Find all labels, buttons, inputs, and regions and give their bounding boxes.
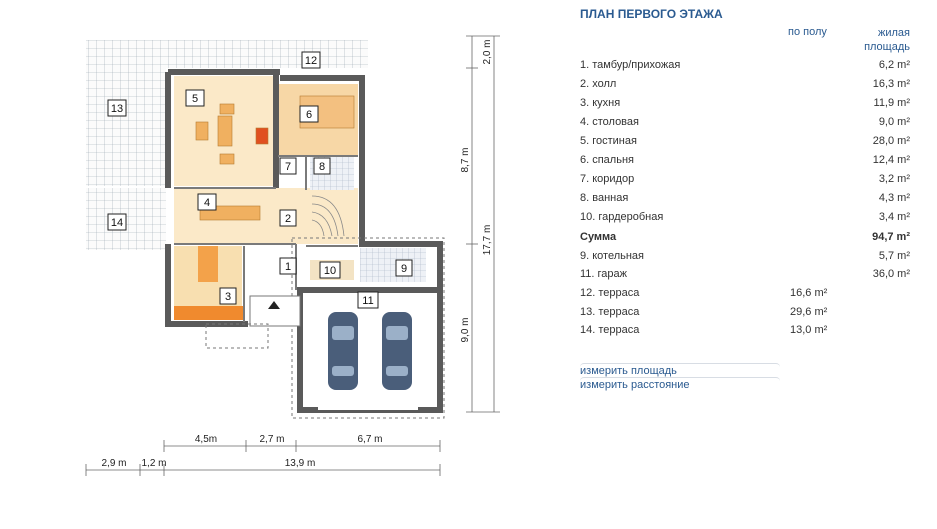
row-living-area: 3,4 m²: [878, 211, 910, 223]
row-label: 11. гараж: [580, 268, 628, 280]
row-living-area: 36,0 m²: [872, 268, 910, 280]
row-label: 12. терраса: [580, 287, 640, 299]
table-row-total: Сумма 94,7 m²: [580, 229, 910, 247]
garage-door: [318, 400, 418, 410]
row-living-area: 6,2 m²: [878, 59, 910, 71]
panel-title: ПЛАН ПЕРВОГО ЭТАЖА: [580, 7, 723, 21]
porch-outline: [205, 323, 269, 349]
dim-right-9-0: 9,0 m: [460, 317, 471, 342]
column-header-living-line2: площадь: [864, 41, 910, 53]
dim-right-8-7: 8,7 m: [460, 147, 471, 172]
row-floor-area: 29,6 m²: [790, 306, 828, 318]
boiler-room-9: [360, 248, 426, 282]
room-label-10: 10: [324, 265, 336, 277]
row-label: 8. ванная: [580, 192, 629, 204]
room-label-5: 5: [192, 93, 198, 105]
row-living-area: 12,4 m²: [872, 154, 910, 166]
row-label: 5. гостиная: [580, 135, 637, 147]
floor-plan: 5 6 12 13 14 7 8 4 2 1 3 10 9 11 2,0 m 8…: [85, 35, 500, 476]
inner-walls: [174, 155, 358, 322]
row-label: 3. кухня: [580, 97, 621, 109]
row-label: 6. спальня: [580, 154, 634, 166]
row-label: 14. терраса: [580, 324, 640, 336]
row-label: 9. котельная: [580, 250, 645, 262]
dim-right-2-0: 2,0 m: [482, 39, 493, 64]
row-living-area: 3,2 m²: [878, 173, 910, 185]
dim-bottom-4-5: 4,5m: [195, 434, 217, 445]
dim-right-17-7: 17,7 m: [482, 225, 493, 256]
entrance-arrow-icon: [268, 301, 280, 309]
dim-bottom-13-9: 13,9 m: [285, 458, 316, 469]
column-header-living-line1: жилая: [878, 27, 910, 39]
table-row: 2. холл 16,3 m²: [580, 76, 910, 94]
table-row: 4. столовая 9,0 m²: [580, 114, 910, 132]
room-label-14: 14: [111, 217, 123, 229]
stairs: [311, 195, 345, 237]
row-living-area: 5,7 m²: [878, 250, 910, 262]
table-row: 5. гостиная 28,0 m²: [580, 133, 910, 151]
table-row: 11. гараж 36,0 m²: [580, 266, 910, 284]
row-floor-area: 16,6 m²: [790, 287, 828, 299]
entrance-steps: [249, 295, 301, 327]
table-row: 6. спальня 12,4 m²: [580, 152, 910, 170]
table-row: 3. кухня 11,9 m²: [580, 95, 910, 113]
row-living-area: 16,3 m²: [872, 78, 910, 90]
room-label-1: 1: [285, 261, 291, 273]
car-right: [382, 312, 412, 390]
room-label-11: 11: [362, 295, 373, 307]
room-label-4: 4: [204, 197, 210, 209]
room-label-6: 6: [306, 109, 312, 121]
room-label-9: 9: [401, 263, 407, 275]
walls: [165, 69, 443, 327]
measure-distance-link[interactable]: измерить расстояние: [580, 377, 780, 392]
dimension-lines-right: [466, 35, 500, 413]
area-table-panel: ПЛАН ПЕРВОГО ЭТАЖА по полу жилая площадь…: [578, 0, 918, 529]
column-header-living: жилая площадь: [830, 26, 910, 54]
kitchen-island: [198, 246, 218, 282]
table-row: 12. терраса 16,6 m²: [580, 285, 910, 303]
column-header-floor: по полу: [788, 26, 827, 38]
table-row: 7. коридор 3,2 m²: [580, 171, 910, 189]
row-label: 4. столовая: [580, 116, 639, 128]
room-label-3: 3: [225, 291, 231, 303]
table-row: 1. тамбур/прихожая 6,2 m²: [580, 57, 910, 75]
dim-bottom-2-9: 2,9 m: [101, 458, 126, 469]
garage-walls: [297, 287, 443, 413]
row-label: 10. гардеробная: [580, 211, 664, 223]
dim-bottom-2-7: 2,7 m: [259, 434, 284, 445]
measure-area-link[interactable]: измерить площадь: [580, 363, 780, 378]
room-label-2: 2: [285, 213, 291, 225]
kitchen-counter: [174, 306, 244, 320]
room-label-12: 12: [305, 55, 317, 67]
row-living-area: 11,9 m²: [873, 97, 910, 109]
table-row: 10. гардеробная 3,4 m²: [580, 209, 910, 227]
row-label: Сумма: [580, 231, 617, 243]
row-living-area: 94,7 m²: [872, 231, 910, 243]
room-label-8: 8: [319, 161, 325, 173]
room-label-13: 13: [111, 103, 123, 115]
row-living-area: 4,3 m²: [878, 192, 910, 204]
dimension-lines-bottom: [85, 440, 441, 476]
row-living-area: 28,0 m²: [872, 135, 910, 147]
row-living-area: 9,0 m²: [878, 116, 910, 128]
car-left: [328, 312, 358, 390]
dim-bottom-1-2: 1,2 m: [141, 458, 166, 469]
room-labels: 5 6 12 13 14 7 8 4 2 1 3 10 9 11: [107, 51, 413, 309]
room-label-7: 7: [285, 161, 291, 173]
row-label: 2. холл: [580, 78, 617, 90]
row-floor-area: 13,0 m²: [790, 324, 828, 336]
table-row: 13. терраса 29,6 m²: [580, 304, 910, 322]
row-label: 7. коридор: [580, 173, 635, 185]
dim-bottom-6-7: 6,7 m: [357, 434, 382, 445]
table-row: 9. котельная 5,7 m²: [580, 248, 910, 266]
table-row: 8. ванная 4,3 m²: [580, 190, 910, 208]
garage-outline: [291, 237, 445, 419]
row-label: 1. тамбур/прихожая: [580, 59, 681, 71]
table-row: 14. терраса 13,0 m²: [580, 322, 910, 340]
row-label: 13. терраса: [580, 306, 640, 318]
